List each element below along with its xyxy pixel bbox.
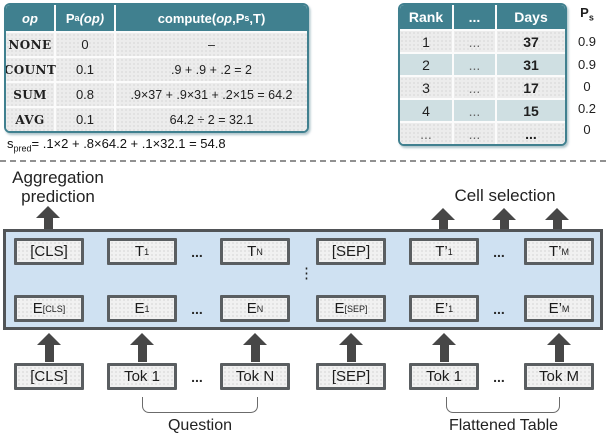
rank-row-5-rank: ... <box>400 123 452 144</box>
rank-row-5-mid: ... <box>454 123 495 144</box>
rank-row-3-mid: ... <box>454 77 495 98</box>
flattened-table-bracket <box>446 397 560 413</box>
vertical-ellipsis: ⋮ <box>299 265 314 282</box>
op-count-label: COUNT <box>6 58 56 81</box>
spred-formula: spred= .1×2 + .8×64.2 + .1×32.1 = 54.8 <box>7 136 226 154</box>
rank-mid-header: ... <box>454 5 495 29</box>
tok-box-1: Tok 1 <box>107 363 177 390</box>
op-avg-prob: 0.1 <box>56 108 114 131</box>
op-sum-prob: 0.8 <box>56 83 114 106</box>
aggregation-arrow <box>36 206 60 231</box>
ps-value-5: 0 <box>583 122 591 137</box>
input-arrow-tokm <box>547 333 571 362</box>
e-box-prime-1: E’1 <box>409 295 479 322</box>
question-label: Question <box>167 417 233 434</box>
op-count-compute: .9 + .9 + .2 = 2 <box>116 58 307 81</box>
op-none-label: NONE <box>6 33 54 56</box>
transformer-block <box>3 229 603 330</box>
t-box-prime-m: T’M <box>524 238 594 265</box>
e-box-cls: E[CLS] <box>14 295 84 322</box>
dashed-separator <box>0 160 606 162</box>
op-none-compute: – <box>116 33 307 56</box>
rank-row-1-days: 37 <box>497 31 565 52</box>
ps-value-4: 0.2 <box>577 101 597 116</box>
rank-row-3-rank: 3 <box>400 77 452 98</box>
op-table-header-op: op <box>6 5 54 31</box>
rank-days-table: Rank ... Days 1 ... 37 2 ... 31 3 ... 17… <box>398 3 567 146</box>
op-sum-label: SUM <box>6 83 54 106</box>
days-header: Days <box>497 5 565 29</box>
t-box-sep: [SEP] <box>316 238 386 265</box>
rank-row-5-days: ... <box>497 123 565 144</box>
ps-column-header: Ps <box>580 5 594 23</box>
rank-row-1-mid: ... <box>454 31 495 52</box>
tok-box-cls: [CLS] <box>14 363 84 390</box>
cell-selection-arrow-3 <box>545 208 569 231</box>
ps-value-1: 0.9 <box>577 34 597 49</box>
op-avg-label: AVG <box>6 108 54 131</box>
rank-header: Rank <box>400 5 452 29</box>
input-arrow-tok1-table <box>432 333 456 362</box>
ps-value-2: 0.9 <box>577 57 597 72</box>
e-row-ellipsis-2: ... <box>493 301 505 317</box>
tok-row-ellipsis-1: ... <box>191 369 203 385</box>
cell-selection-arrow-2 <box>492 208 516 231</box>
cell-selection-arrow-1 <box>431 208 455 231</box>
ps-value-3: 0 <box>583 79 591 94</box>
tok-box-1-table: Tok 1 <box>409 363 479 390</box>
tok-row-ellipsis-2: ... <box>493 369 505 385</box>
t-box-prime-1: T’1 <box>409 238 479 265</box>
t-row-ellipsis-2: ... <box>493 244 505 260</box>
op-none-prob: 0 <box>56 33 114 56</box>
t-box-cls: [CLS] <box>14 238 84 265</box>
rank-row-3-days: 17 <box>497 77 565 98</box>
op-count-prob: 0.1 <box>56 58 114 81</box>
aggregation-prediction-label: Aggregation prediction <box>12 168 104 206</box>
rank-row-4-days: 15 <box>497 100 565 121</box>
op-sum-compute: .9×37 + .9×31 + .2×15 = 64.2 <box>116 83 307 106</box>
tok-box-sep: [SEP] <box>316 363 386 390</box>
input-arrow-tok1 <box>130 333 154 362</box>
cell-selection-label: Cell selection <box>454 186 556 205</box>
input-arrow-cls <box>37 333 61 362</box>
rank-row-2-mid: ... <box>454 54 495 75</box>
input-arrow-tokn <box>243 333 267 362</box>
t-row-ellipsis-1: ... <box>191 244 203 260</box>
question-bracket <box>142 397 258 413</box>
rank-row-2-days: 31 <box>497 54 565 75</box>
e-box-prime-m: E’M <box>524 295 594 322</box>
rank-row-4-mid: ... <box>454 100 495 121</box>
rank-row-4-rank: 4 <box>400 100 452 121</box>
op-avg-compute: 64.2 ÷ 2 = 32.1 <box>116 108 307 131</box>
tok-box-n: Tok N <box>220 363 290 390</box>
input-arrow-sep <box>339 333 363 362</box>
rank-row-2-rank: 2 <box>400 54 452 75</box>
e-box-sep: E[SEP] <box>316 295 386 322</box>
e-row-ellipsis-1: ... <box>191 301 203 317</box>
flattened-table-label: Flattened Table <box>448 417 559 434</box>
tok-box-m: Tok M <box>524 363 594 390</box>
rank-row-1-rank: 1 <box>400 31 452 52</box>
